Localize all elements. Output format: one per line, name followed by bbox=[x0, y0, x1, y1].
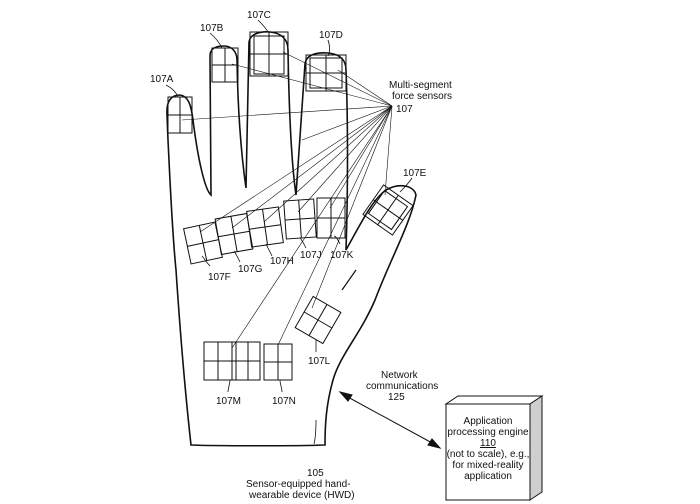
network-arrow bbox=[338, 391, 442, 449]
network-line2: communications bbox=[366, 381, 438, 392]
label-107b: 107B bbox=[200, 23, 224, 34]
sensor-107g bbox=[214, 212, 254, 256]
sensor-107n bbox=[263, 343, 293, 381]
sensor-107a bbox=[167, 96, 193, 134]
fan-lines bbox=[181, 51, 393, 349]
label-107g: 107G bbox=[238, 264, 263, 275]
label-107m: 107M bbox=[216, 396, 241, 407]
device-line1: Sensor-equipped hand- bbox=[246, 479, 351, 490]
leader-lines bbox=[165, 19, 413, 445]
sensor-107c bbox=[249, 31, 289, 77]
sensor-107d bbox=[305, 54, 347, 92]
sensor-107k bbox=[316, 197, 346, 239]
network-ref: 125 bbox=[388, 392, 405, 403]
label-107e: 107E bbox=[403, 168, 427, 179]
engine-box bbox=[444, 395, 544, 501]
label-107h: 107H bbox=[270, 256, 294, 267]
engine-line1: Application bbox=[464, 416, 513, 427]
sensor-107l bbox=[294, 295, 342, 345]
device-line2: wearable device (HWD) bbox=[248, 490, 355, 501]
engine-line4: (not to scale), e.g., bbox=[447, 449, 530, 460]
label-107a: 107A bbox=[150, 74, 174, 85]
sensors-title-line2: force sensors bbox=[392, 91, 452, 102]
sensor-107m bbox=[203, 341, 261, 381]
sensors-ref: 107 bbox=[396, 104, 413, 115]
label-107d: 107D bbox=[319, 30, 343, 41]
label-107n: 107N bbox=[272, 396, 296, 407]
sensors-title-line1: Multi-segment bbox=[389, 80, 452, 91]
network-line1: Network bbox=[381, 370, 419, 381]
seam-mark bbox=[341, 269, 357, 291]
label-107l: 107L bbox=[308, 356, 331, 367]
label-107f: 107F bbox=[208, 272, 231, 283]
sensor-107e bbox=[362, 184, 414, 236]
engine-line2: processing engine bbox=[447, 427, 529, 438]
sensor-107j bbox=[283, 198, 317, 240]
engine-line6: application bbox=[464, 471, 512, 482]
label-107j: 107J bbox=[300, 250, 322, 261]
label-107k: 107K bbox=[330, 250, 354, 261]
sensor-107b bbox=[211, 47, 239, 83]
engine-ref: 110 bbox=[480, 438, 496, 449]
device-ref: 105 bbox=[307, 468, 324, 479]
engine-line5: for mixed-reality bbox=[452, 460, 523, 471]
label-107c: 107C bbox=[247, 10, 271, 21]
sensor-107h bbox=[246, 206, 284, 248]
